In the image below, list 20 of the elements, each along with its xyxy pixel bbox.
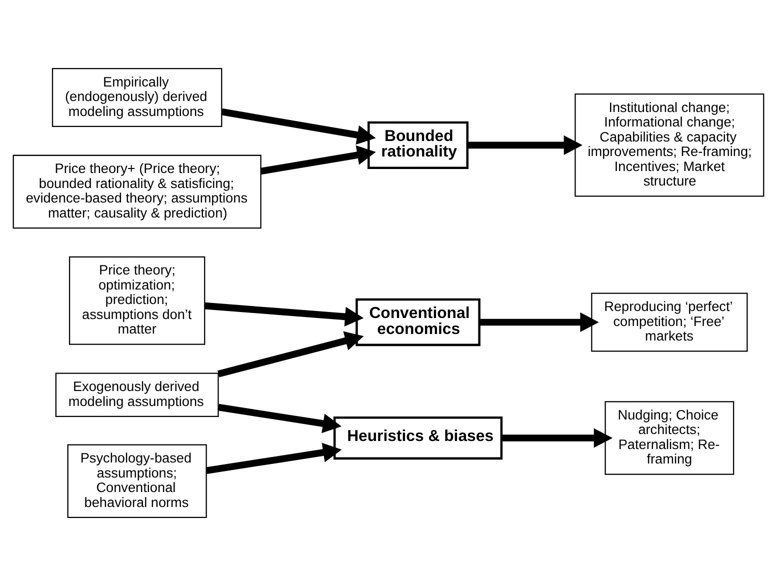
node-box: Exogenously derived modeling assumptions	[55, 372, 219, 417]
node-box: Price theory; optimization; prediction; assumptions don’t matter	[68, 256, 206, 345]
arrow	[206, 442, 342, 474]
node-box: Institutional change; Informational change; Capabilities & capacity improvements; Re-framing; Incentives; Market structure	[574, 94, 764, 197]
arrow	[221, 108, 376, 145]
arrow	[218, 404, 342, 434]
node-box: Price theory+ (Price theory; bounded rationality & satisficing; evidence-based theory; assumptions matter; causality & prediction)	[12, 154, 262, 229]
node-box: Empirically (endogenously) derived modeling assumptions	[52, 68, 222, 127]
arrow	[467, 135, 583, 155]
node-box: Psychology-based assumptions; Conventional behavioral norms	[67, 444, 207, 518]
node-box: Reproducing ‘perfect’ competition; ‘Free’ markets	[591, 292, 748, 352]
node-box: Bounded rationality	[368, 121, 469, 169]
arrow	[260, 145, 376, 175]
arrow	[204, 302, 364, 326]
arrow	[479, 312, 599, 332]
node-box: Conventional economics	[356, 298, 480, 346]
arrow	[218, 331, 364, 378]
node-box: Heuristics & biases	[333, 416, 503, 460]
arrow	[502, 428, 613, 448]
node-box: Nudging; Choice architects; Paternalism; Re-framing	[604, 401, 734, 475]
